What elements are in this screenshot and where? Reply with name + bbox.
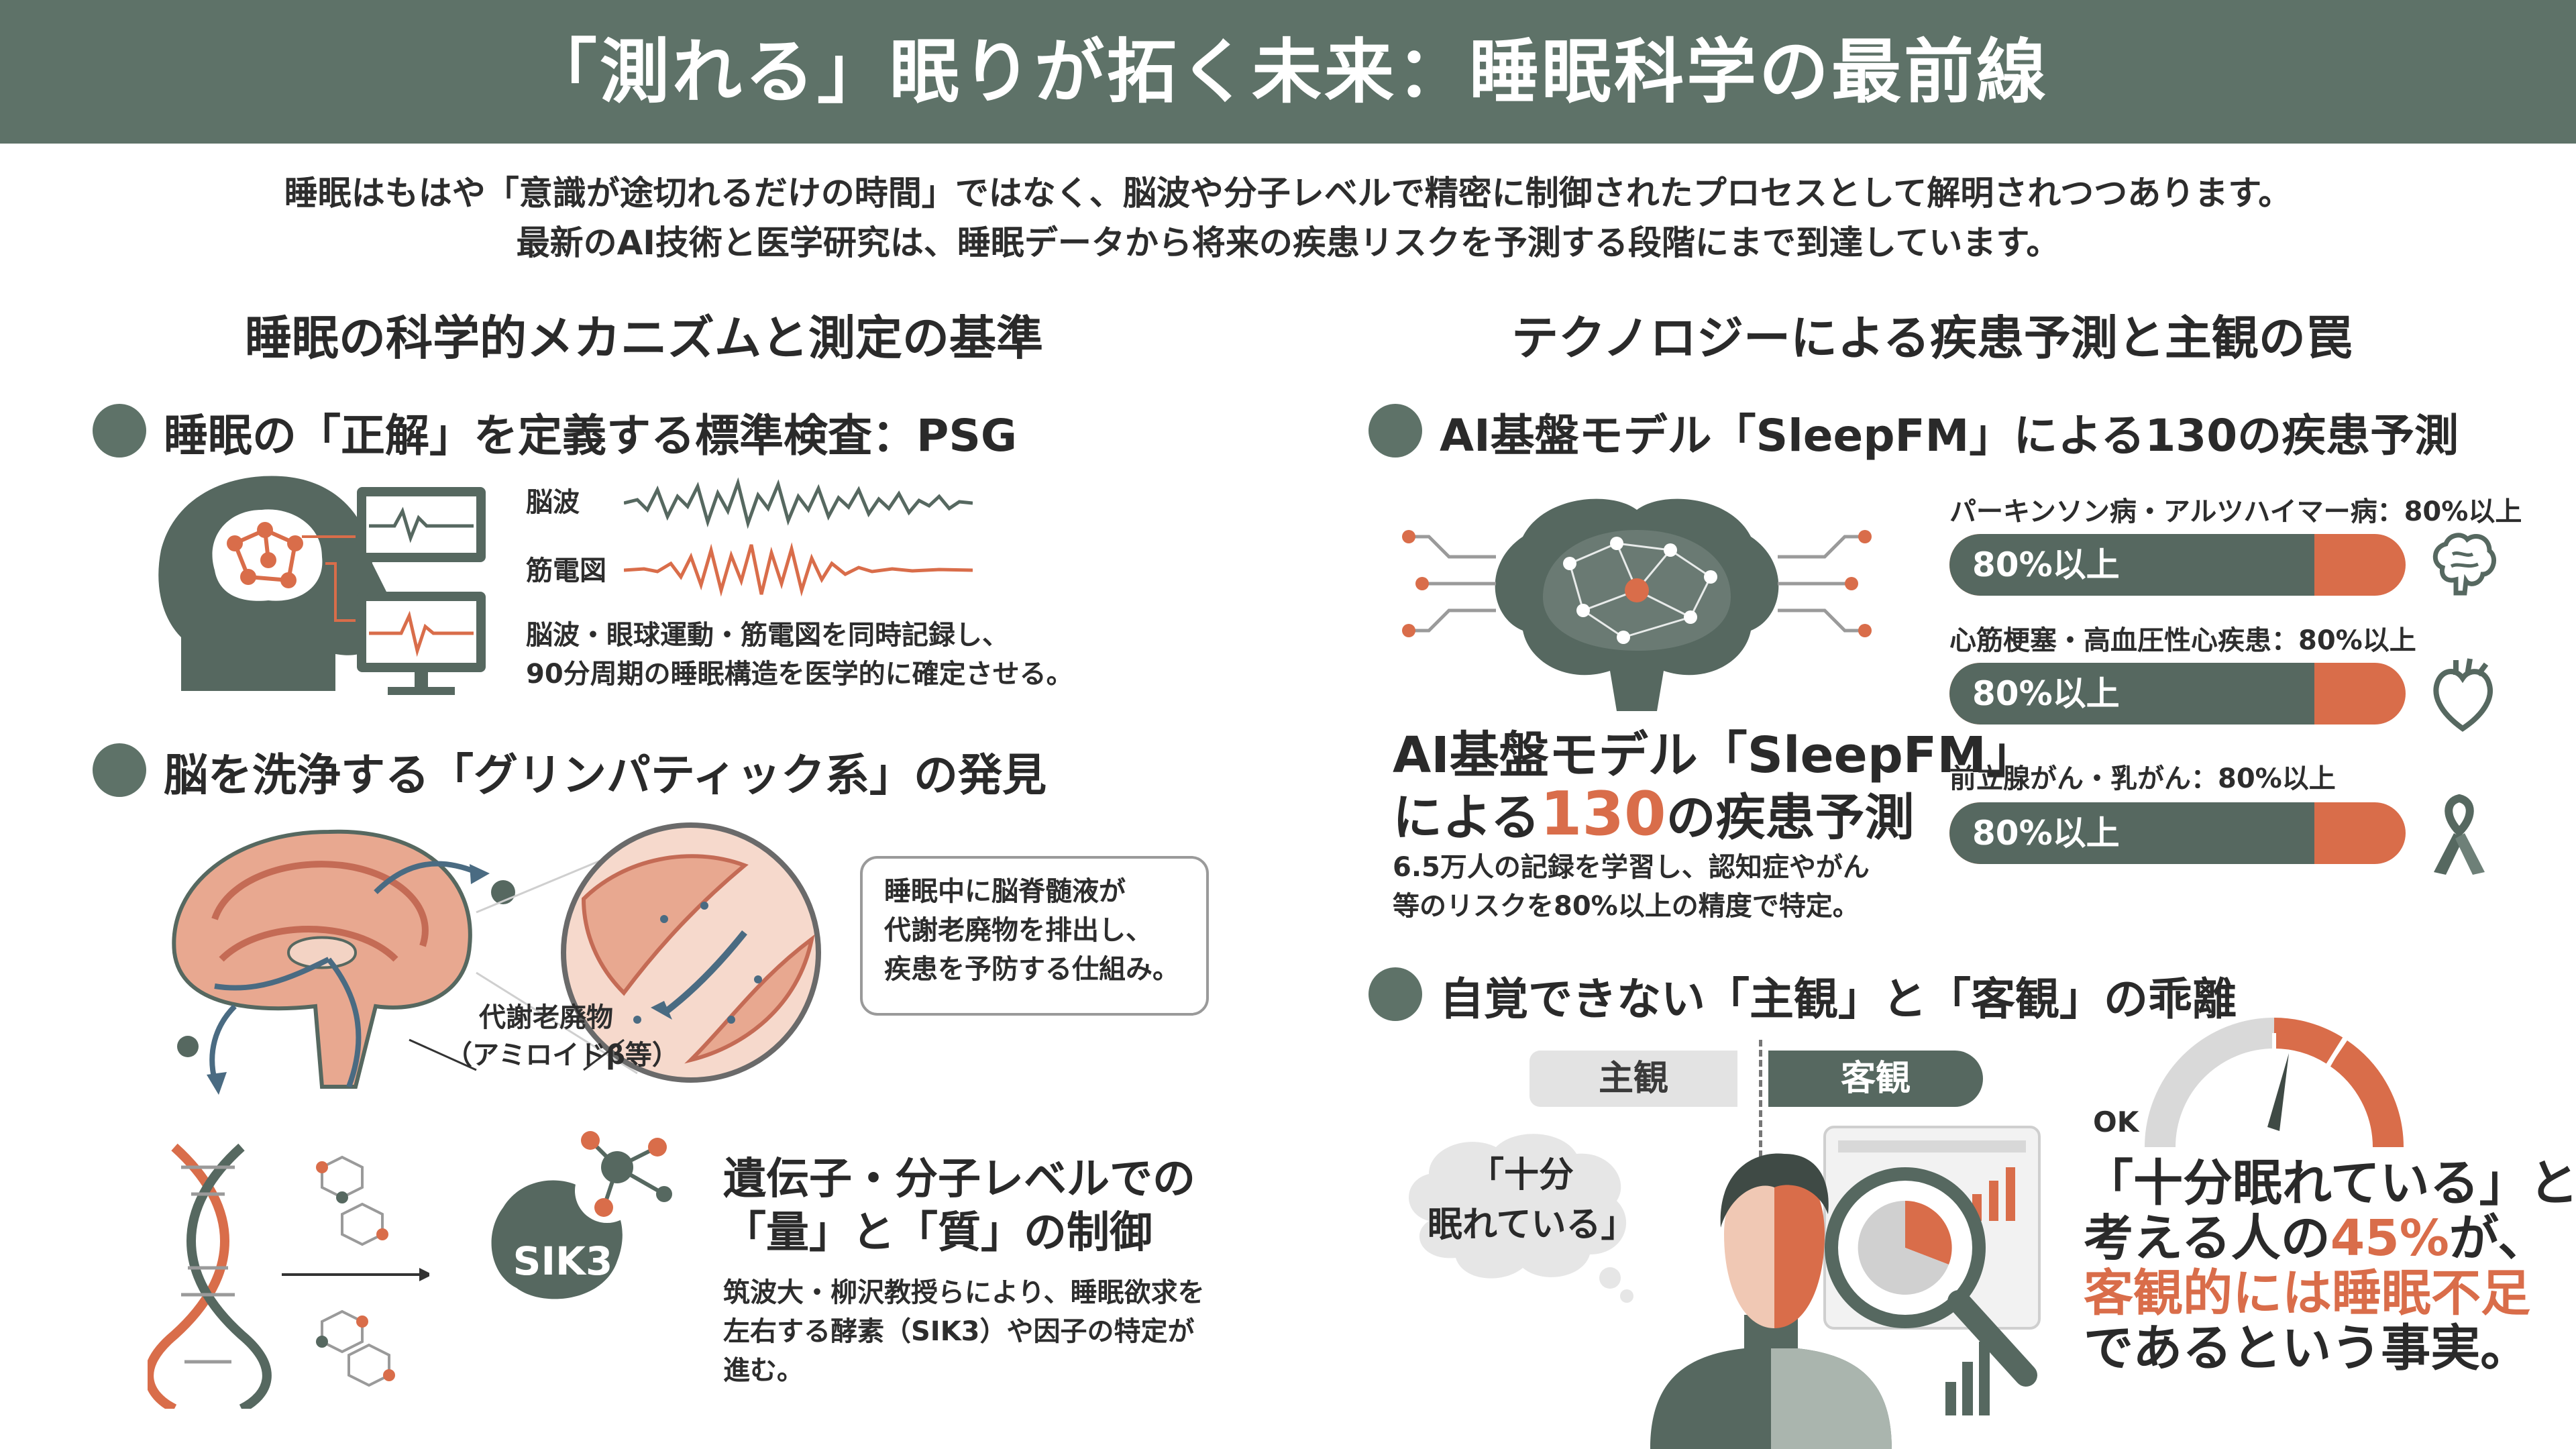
ai-big-line-2: による130の疾患予測 bbox=[1393, 779, 1915, 849]
glymphatic-callout bbox=[860, 856, 1209, 1016]
left-section-title: 睡眠の科学的メカニズムと測定の基準 bbox=[245, 311, 1043, 366]
accuracy-bar-fill bbox=[1949, 534, 2314, 596]
label-emg: 筋電図 bbox=[526, 555, 606, 586]
bullet-dot bbox=[1368, 404, 1422, 458]
bubble-line-1: 「十分 bbox=[1469, 1155, 1574, 1195]
gap-heading: 自覚できない「主観」と「客観」の乖離 bbox=[1440, 973, 2237, 1025]
accuracy-bar-2: 80%以上 bbox=[1949, 663, 2406, 724]
monitor-eeg-icon bbox=[357, 487, 486, 562]
bubble-line-2: 眠れている」 bbox=[1428, 1205, 1636, 1245]
disease-label-2: 心筋梗塞・高血圧性心疾患：80%以上 bbox=[1949, 625, 2416, 656]
accuracy-bar-text: 80%以上 bbox=[1972, 814, 2120, 853]
gene-desc-3: 進む。 bbox=[723, 1355, 804, 1386]
gene-heading-1: 遺伝子・分子レベルでの bbox=[723, 1155, 1195, 1204]
fact-line-2: 考える人の45%が、 bbox=[2084, 1210, 2548, 1267]
thought-bubble bbox=[1409, 1134, 1633, 1303]
psg-heading: 睡眠の「正解」を定義する標準検査：PSG bbox=[164, 410, 1018, 462]
bullet-dot bbox=[1368, 967, 1422, 1021]
subjective-label: 主観 bbox=[1529, 1051, 1737, 1107]
ai-big-line-1: AI基盤モデル「SleepFM」 bbox=[1393, 727, 2037, 784]
sleep-gauge bbox=[2145, 1018, 2404, 1148]
sik3-enzyme-illustration bbox=[491, 1131, 672, 1299]
ai-desc-1: 6.5万人の記録を学習し、認知症やがん bbox=[1393, 852, 1870, 883]
heart-icon bbox=[2433, 658, 2493, 732]
accuracy-bar-fill bbox=[1949, 802, 2314, 864]
page-title: 「測れる」眠りが拓く未来：睡眠科学の最前線 bbox=[527, 31, 2049, 113]
gene-desc-1: 筑波大・柳沢教授らにより、睡眠欲求を bbox=[723, 1277, 1205, 1308]
disease-label-1: パーキンソン病・アルツハイマー病：80%以上 bbox=[1949, 496, 2522, 527]
brain-cross-section-illustration bbox=[172, 822, 821, 1095]
ai-heading: AI基盤モデル「SleepFM」による130の疾患予測 bbox=[1440, 410, 2459, 462]
accuracy-bar-3: 80%以上 bbox=[1949, 802, 2406, 864]
head-monitor-illustration bbox=[158, 476, 389, 691]
header-band bbox=[0, 0, 2576, 144]
waveforms bbox=[624, 477, 973, 597]
label-eeg: 脳波 bbox=[526, 487, 580, 518]
bullet-dot bbox=[93, 743, 146, 797]
fact-line-4: であるという事実。 bbox=[2084, 1320, 2530, 1377]
accuracy-bar-text: 80%以上 bbox=[1972, 674, 2120, 713]
ai-desc-2: 等のリスクを80%以上の精度で特定。 bbox=[1393, 891, 1860, 922]
psg-desc-2: 90分周期の睡眠構造を医学的に確定させる。 bbox=[526, 659, 1073, 690]
waste-label-1: 代謝老廃物 bbox=[479, 1002, 613, 1033]
callout-line-2: 代謝老廃物を排出し、 bbox=[884, 915, 1152, 946]
accuracy-bar-1: 80%以上 bbox=[1949, 534, 2406, 596]
fact-line-1: 「十分眠れている」と bbox=[2084, 1155, 2576, 1212]
callout-line-3: 疾患を予防する仕組み。 bbox=[884, 954, 1179, 985]
gene-heading-2: 「量」と「質」の制御 bbox=[723, 1208, 1152, 1258]
intro-line-1: 睡眠はもはや「意識が途切れるだけの時間」ではなく、脳波や分子レベルで精密に制御さ… bbox=[284, 174, 2292, 213]
person-analysis-illustration bbox=[1650, 1126, 2041, 1449]
accuracy-bar-text: 80%以上 bbox=[1972, 545, 2120, 584]
accuracy-bar-fill bbox=[1949, 663, 2314, 724]
dna-molecule-illustration bbox=[148, 1143, 429, 1409]
psg-desc-1: 脳波・眼球運動・筋電図を同時記録し、 bbox=[526, 620, 1009, 651]
bullet-dot bbox=[93, 404, 146, 458]
ai-brain-network-illustration bbox=[1402, 498, 1872, 711]
disease-label-3: 前立腺がん・乳がん：80%以上 bbox=[1949, 763, 2336, 794]
fact-line-3: 客観的には睡眠不足 bbox=[2084, 1265, 2530, 1322]
right-section-title: テクノロジーによる疾患予測と主観の罠 bbox=[1511, 311, 2353, 366]
glymphatic-heading: 脳を洗浄する「グリンパティック系」の発見 bbox=[164, 749, 1047, 801]
monitor-emg-icon bbox=[357, 592, 486, 695]
brain-icon bbox=[2432, 533, 2496, 596]
ribbon-icon bbox=[2434, 794, 2485, 875]
gauge-ok-label: OK bbox=[2093, 1106, 2139, 1138]
sik3-label: SIK3 bbox=[513, 1238, 613, 1284]
waste-label-2: （アミロイドβ等） bbox=[445, 1040, 679, 1071]
gene-desc-2: 左右する酵素（SIK3）や因子の特定が bbox=[723, 1316, 1195, 1347]
intro-line-2: 最新のAI技術と医学研究は、睡眠データから将来の疾患リスクを予測する段階にまで到… bbox=[516, 223, 2060, 262]
objective-label: 客観 bbox=[1768, 1051, 1983, 1107]
callout-line-1: 睡眠中に脳脊髄液が bbox=[884, 876, 1126, 907]
